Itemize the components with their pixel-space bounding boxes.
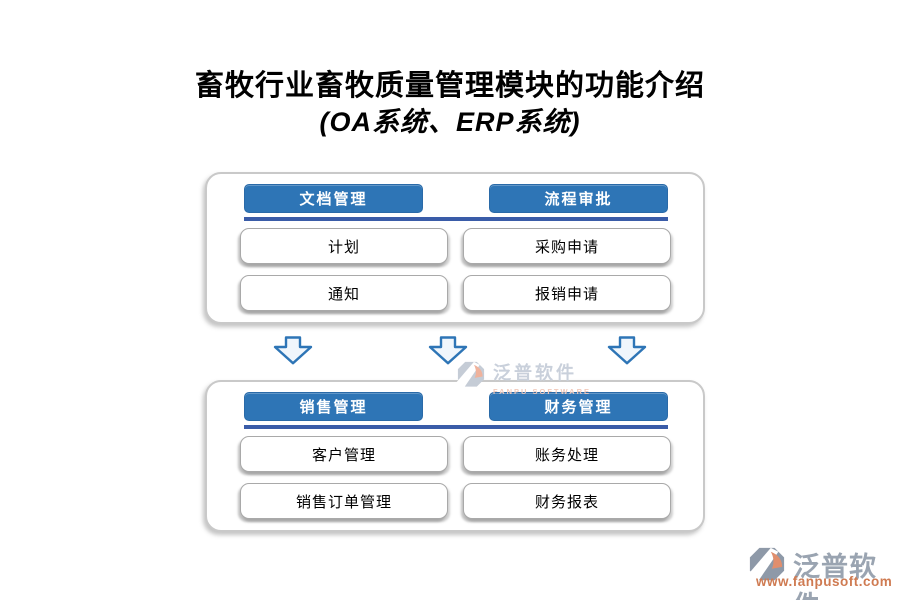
group-header-sales-management: 销售管理 xyxy=(244,392,423,421)
watermark-brand-subtitle: FANPU SOFTWARE xyxy=(493,386,592,396)
watermark-center: 泛普软件 FANPU SOFTWARE xyxy=(455,358,591,397)
module-item: 通知 xyxy=(240,275,448,311)
module-item: 采购申请 xyxy=(463,228,671,264)
header-divider xyxy=(244,217,668,221)
module-item: 报销申请 xyxy=(463,275,671,311)
down-arrow-icon xyxy=(428,336,468,365)
header-divider xyxy=(244,425,668,429)
group-header-label: 流程审批 xyxy=(544,191,613,208)
module-item: 计划 xyxy=(240,228,448,264)
watermark-website-url: www.fanpusoft.com xyxy=(756,574,893,589)
down-arrow-icon xyxy=(273,336,313,365)
module-item: 账务处理 xyxy=(463,436,671,472)
group-header-finance-management: 财务管理 xyxy=(489,392,668,421)
page-title: 畜牧行业畜牧质量管理模块的功能介绍 (OA系统、ERP系统) xyxy=(0,68,900,139)
title-line-2: (OA系统、ERP系统) xyxy=(319,106,581,137)
group-header-label: 财务管理 xyxy=(544,399,613,416)
module-panel-bottom: 销售管理 财务管理 客户管理 销售订单管理 账务处理 财务报表 xyxy=(205,380,705,532)
module-item: 财务报表 xyxy=(463,483,671,519)
title-line-1: 畜牧行业畜牧质量管理模块的功能介绍 xyxy=(194,70,705,102)
group-header-label: 销售管理 xyxy=(299,399,368,416)
watermark-corner: 泛普软件 www.fanpusoft.com xyxy=(746,544,896,600)
group-header-document-management: 文档管理 xyxy=(244,184,423,213)
watermark-center-text: 泛普软件 FANPU SOFTWARE xyxy=(493,358,591,396)
group-header-label: 文档管理 xyxy=(299,191,368,208)
module-panel-top: 文档管理 流程审批 计划 通知 采购申请 报销申请 xyxy=(205,172,705,324)
watermark-brand-name: 泛普软件 xyxy=(793,552,877,600)
group-header-process-approval: 流程审批 xyxy=(489,184,668,213)
fanpu-logo-icon xyxy=(455,358,487,397)
fanpu-logo-icon xyxy=(746,546,788,589)
module-item: 销售订单管理 xyxy=(240,483,448,519)
module-item: 客户管理 xyxy=(240,436,448,472)
down-arrow-icon xyxy=(607,336,647,365)
watermark-brand-name: 泛普软件 xyxy=(493,363,577,383)
